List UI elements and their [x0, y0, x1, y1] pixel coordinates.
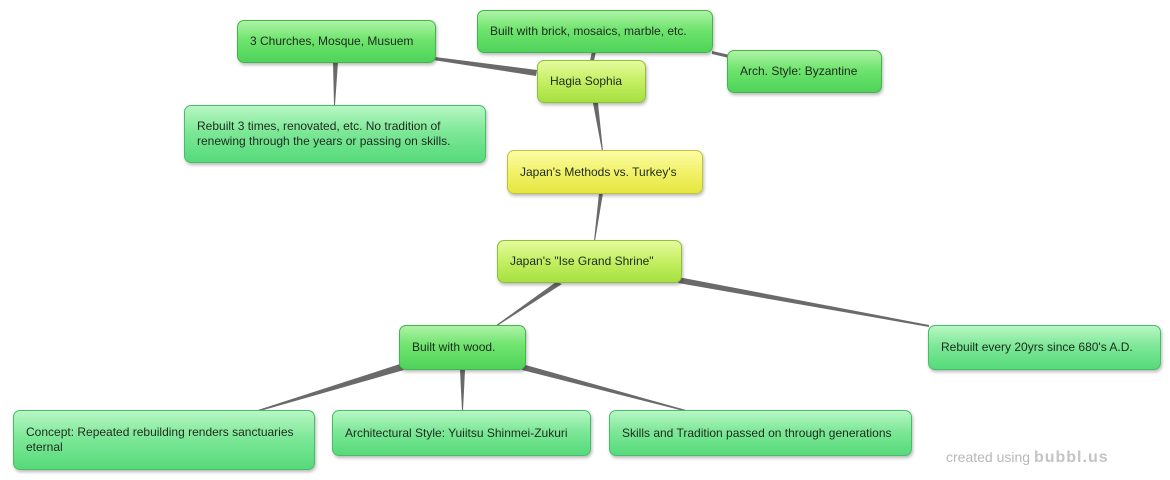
node-text: Skills and Tradition passed on through g…: [622, 425, 892, 440]
link-ise-wood: [495, 282, 562, 326]
node-rebuilt-every-20yrs[interactable]: Rebuilt every 20yrs since 680's A.D.: [928, 325, 1161, 370]
node-arch-style-byzantine[interactable]: Arch. Style: Byzantine: [727, 50, 882, 93]
watermark[interactable]: created using bubbl.us: [946, 449, 1109, 467]
link-hagia-japan-methods: [593, 103, 603, 151]
node-text: Arch. Style: Byzantine: [740, 64, 858, 78]
node-japan-vs-turkey[interactable]: Japan's Methods vs. Turkey's: [507, 150, 703, 194]
link-churches-rebuilt: [333, 62, 338, 105]
node-rebuilt-3-times[interactable]: Rebuilt 3 times, renovated, etc. No trad…: [184, 105, 486, 163]
node-text: Japan's Methods vs. Turkey's: [520, 164, 677, 179]
node-text: Built with wood.: [412, 340, 496, 354]
node-ise-grand-shrine[interactable]: Japan's "Ise Grand Shrine": [497, 240, 682, 283]
node-text: Rebuilt 3 times, renovated, etc. No trad…: [197, 119, 451, 148]
node-text: Architectural Style: Yuiitsu Shinmei-Zuk…: [345, 425, 568, 440]
watermark-prefix: created using: [946, 449, 1031, 465]
node-built-with-brick[interactable]: Built with brick, mosaics, marble, etc.: [477, 10, 713, 53]
node-churches-mosque-museum[interactable]: 3 Churches, Mosque, Musuem: [237, 20, 436, 63]
node-built-with-wood[interactable]: Built with wood.: [399, 325, 526, 370]
node-text: Rebuilt every 20yrs since 680's A.D.: [941, 340, 1133, 354]
node-text: Japan's "Ise Grand Shrine": [510, 254, 654, 268]
node-text: Concept: Repeated rebuilding renders san…: [26, 425, 294, 454]
link-ise-rebuilt20: [678, 277, 929, 327]
node-skills-tradition[interactable]: Skills and Tradition passed on through g…: [609, 410, 912, 456]
link-wood-style: [460, 370, 465, 411]
link-methods-ise: [594, 193, 603, 241]
node-text: Built with brick, mosaics, marble, etc.: [490, 24, 687, 38]
node-architectural-style[interactable]: Architectural Style: Yuiitsu Shinmei-Zuk…: [332, 410, 591, 456]
node-text: Hagia Sophia: [550, 74, 623, 88]
node-text: 3 Churches, Mosque, Musuem: [250, 34, 414, 48]
link-wood-skills: [522, 364, 686, 411]
link-hagia-churches: [433, 57, 537, 76]
link-wood-concept: [258, 364, 404, 411]
node-hagia-sophia[interactable]: Hagia Sophia: [537, 60, 646, 103]
bubblus-logo: bubbl.us: [1033, 449, 1109, 466]
node-concept-eternal[interactable]: Concept: Repeated rebuilding renders san…: [13, 410, 315, 470]
